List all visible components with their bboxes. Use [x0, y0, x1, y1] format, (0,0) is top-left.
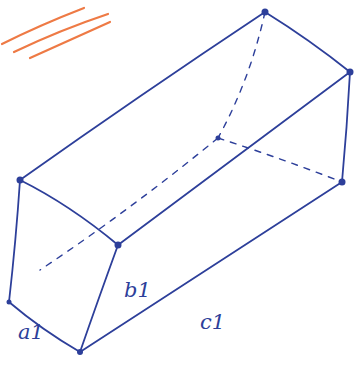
dimension-label: a1 [18, 322, 44, 343]
dimension-label: c1 [200, 312, 225, 333]
dimension-label: b1 [124, 280, 151, 301]
vertex-dots [7, 9, 354, 356]
orange-scribble [2, 8, 110, 58]
hidden-edges [40, 12, 342, 270]
cuboid-edges [9, 12, 350, 352]
